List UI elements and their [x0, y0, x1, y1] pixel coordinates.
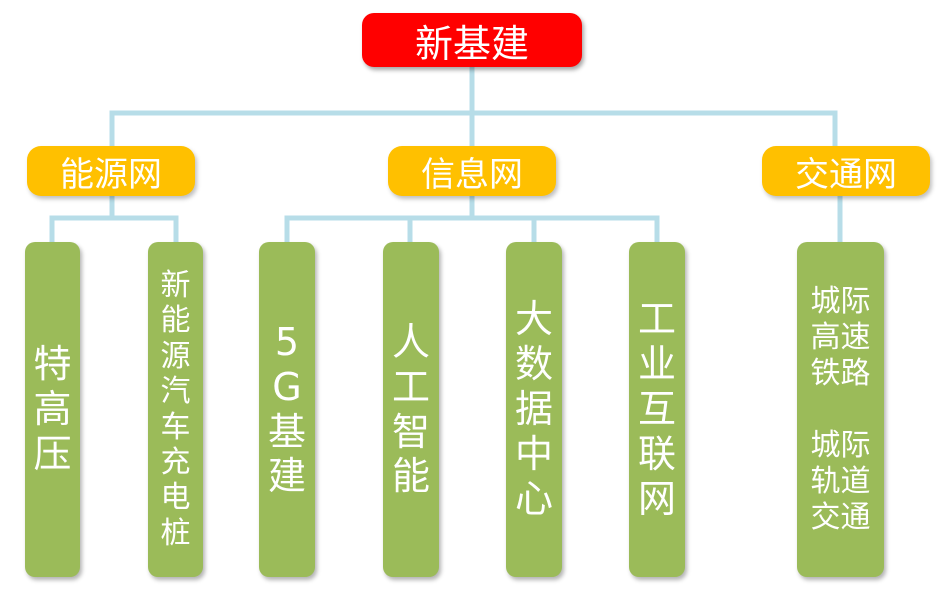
root-label: 新基建: [414, 21, 529, 66]
leaf-label: 人工智能: [391, 319, 430, 499]
category-label: 信息网: [421, 154, 523, 195]
leaf-uhv: 特高压: [25, 242, 80, 577]
leaf-big-data: 大数据中心: [506, 242, 562, 577]
root-node: 新基建: [362, 13, 582, 67]
leaf-label-railway: 城际高速铁路: [810, 283, 871, 391]
leaf-label: 特高压: [33, 342, 72, 476]
leaf-label: 5G基建: [267, 319, 306, 499]
category-energy: 能源网: [27, 146, 195, 196]
category-label: 能源网: [60, 154, 162, 195]
leaf-label-transit: 城际轨道交通: [810, 427, 871, 535]
category-transport: 交通网: [762, 146, 930, 196]
category-info: 信息网: [388, 146, 556, 196]
leaf-ev-charging: 新能源汽车充电桩: [148, 242, 203, 577]
leaf-label: 工业互联网: [637, 297, 676, 521]
leaf-ai: 人工智能: [383, 242, 439, 577]
leaf-industrial-internet: 工业互联网: [629, 242, 685, 577]
leaf-label: 新能源汽车充电桩: [160, 267, 191, 551]
leaf-5g: 5G基建: [259, 242, 315, 577]
category-label: 交通网: [795, 154, 897, 195]
leaf-intercity-rail: 城际高速铁路 城际轨道交通: [797, 242, 884, 577]
leaf-label: 大数据中心: [514, 297, 553, 521]
